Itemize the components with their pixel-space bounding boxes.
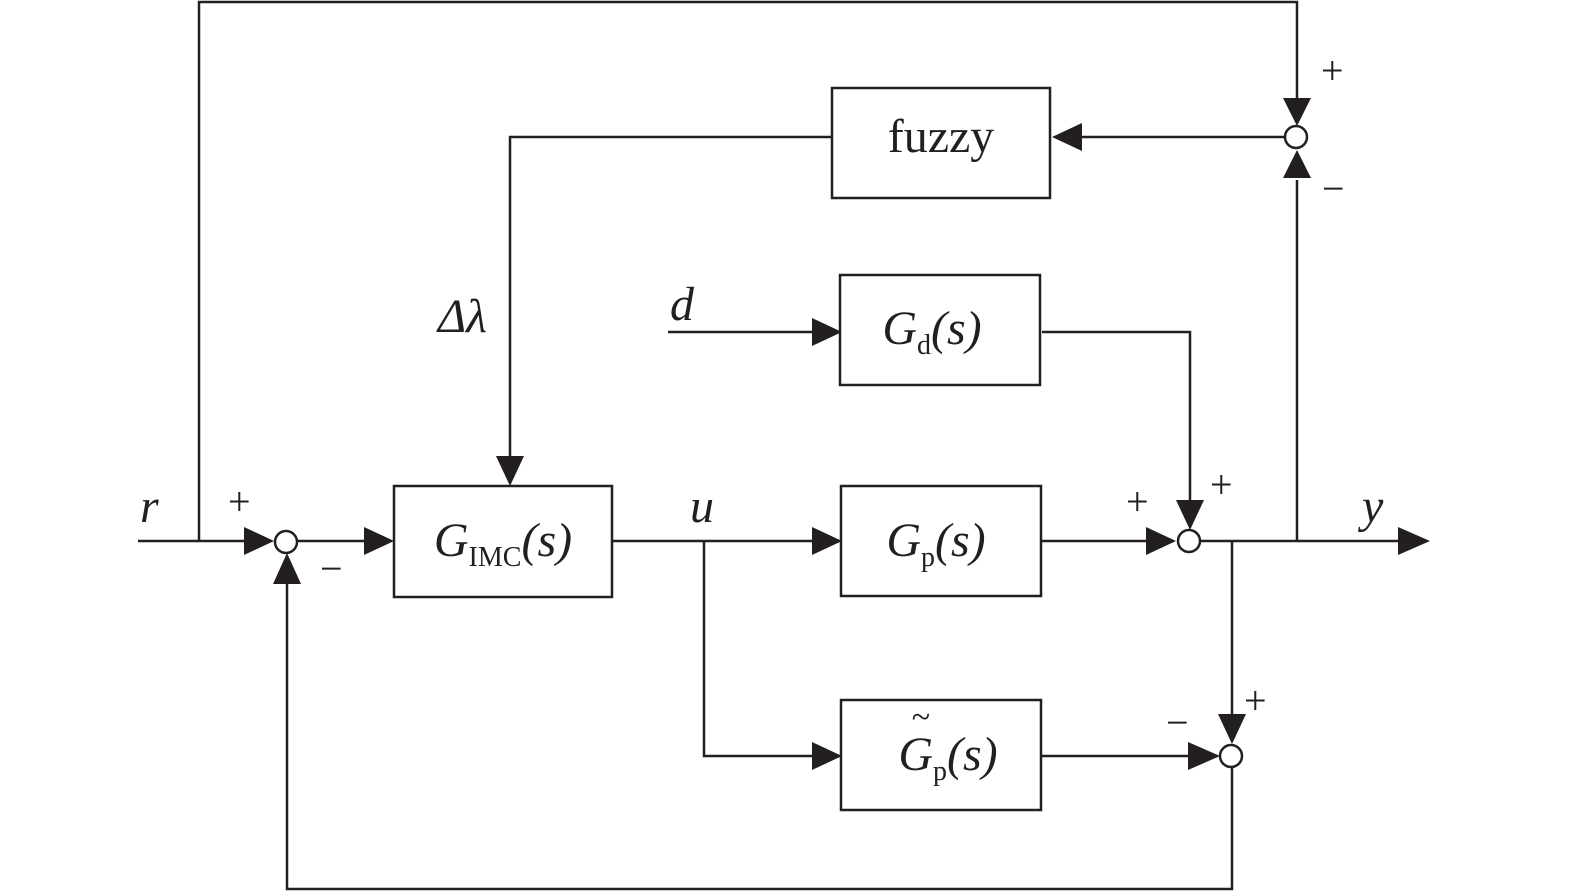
signal-d-label: d bbox=[670, 278, 695, 331]
arrow-y-to-top-junction bbox=[1283, 150, 1311, 178]
signal-u-label: u bbox=[690, 480, 714, 533]
arrow-y-to-junction3 bbox=[1218, 714, 1246, 744]
gd-output-line bbox=[1042, 330, 1192, 500]
sign-junction3-model: − bbox=[1166, 700, 1189, 745]
summing-junction-output bbox=[1176, 528, 1202, 554]
signal-delta-lambda-label: Δλ bbox=[436, 290, 487, 343]
arrow-to-gd bbox=[812, 318, 842, 346]
arrow-y-output bbox=[1398, 527, 1430, 555]
arrow-r-to-junction1 bbox=[244, 527, 274, 555]
summing-junction-fuzzy-error bbox=[1283, 124, 1309, 150]
gd-block: Gd(s) bbox=[838, 273, 1042, 387]
connections bbox=[138, 0, 1398, 891]
sign-junction1-r: + bbox=[228, 479, 251, 524]
arrow-delta-lambda-to-gimc bbox=[496, 456, 524, 486]
gp-model-block: ~ Gp(s) bbox=[839, 698, 1043, 812]
arrow-to-model bbox=[812, 742, 842, 770]
delta-lambda-line bbox=[508, 135, 832, 456]
sign-junction3-y: + bbox=[1244, 678, 1267, 723]
sign-junction4-r: + bbox=[1321, 48, 1344, 93]
summing-junction-model-error bbox=[1218, 743, 1244, 769]
fuzzy-block: fuzzy bbox=[830, 86, 1052, 200]
arrow-model-to-junction3 bbox=[1188, 742, 1220, 770]
arrowheads bbox=[244, 98, 1430, 770]
sign-junction2-gp: + bbox=[1126, 479, 1149, 524]
summing-junction-input bbox=[273, 529, 299, 555]
signal-y-label: y bbox=[1357, 480, 1384, 533]
gd-label: Gd(s) bbox=[882, 302, 981, 361]
r-top-feedforward-line bbox=[197, 0, 1299, 541]
gp-model-label: Gp(s) bbox=[898, 728, 997, 787]
arrow-to-fuzzy bbox=[1052, 123, 1082, 151]
gp-model-tilde: ~ bbox=[912, 699, 930, 736]
sign-junction2-gd: + bbox=[1210, 462, 1233, 507]
sign-junction1-feedback: − bbox=[320, 546, 343, 591]
gimc-block: GIMC(s) bbox=[392, 484, 614, 599]
arrow-gd-to-junction2 bbox=[1176, 500, 1204, 530]
u-to-model-line bbox=[702, 541, 812, 758]
feedback-line bbox=[285, 582, 1234, 891]
arrow-r-to-top-junction bbox=[1283, 98, 1311, 126]
fuzzy-label: fuzzy bbox=[888, 110, 995, 163]
arrow-gp-to-junction2 bbox=[1146, 527, 1176, 555]
gimc-label: GIMC(s) bbox=[434, 514, 572, 573]
arrow-to-gimc bbox=[364, 527, 394, 555]
sign-junction4-y: − bbox=[1322, 166, 1345, 211]
arrow-to-gp bbox=[812, 527, 842, 555]
gp-block: Gp(s) bbox=[839, 484, 1043, 598]
arrow-feedback-to-junction1 bbox=[273, 553, 301, 584]
gp-label: Gp(s) bbox=[886, 514, 985, 573]
signal-r-label: r bbox=[140, 480, 159, 533]
